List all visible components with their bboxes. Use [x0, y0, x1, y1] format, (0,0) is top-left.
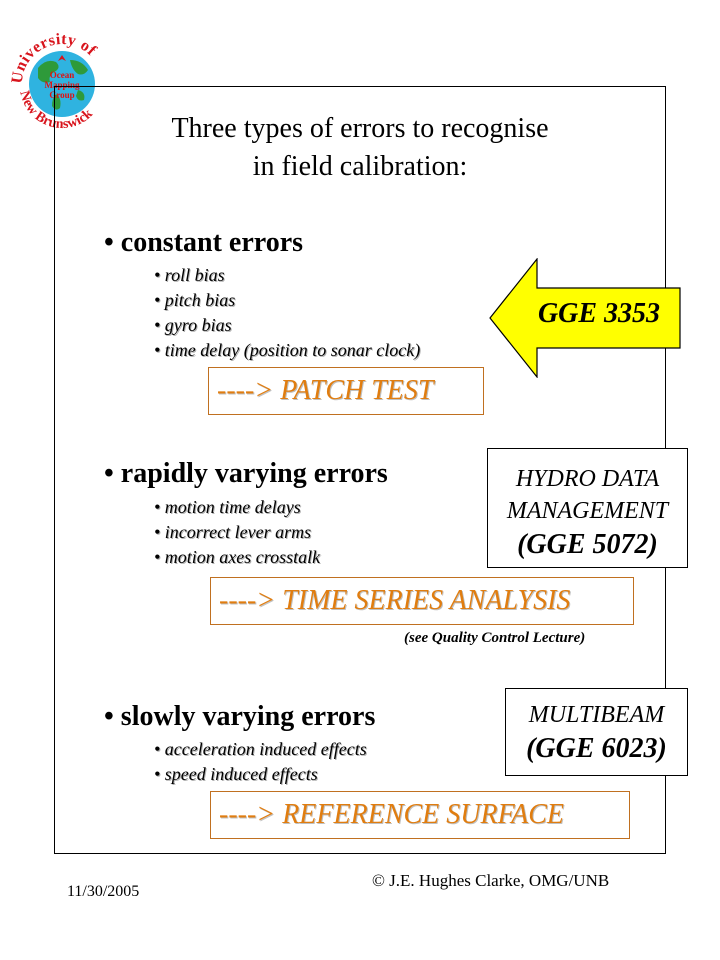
list-item: • motion axes crosstalk — [154, 547, 321, 567]
list-item: • acceleration induced effects — [154, 739, 367, 759]
quality-control-note: (see Quality Control Lecture) — [404, 630, 586, 646]
list-item: • time delay (position to sonar clock) — [154, 340, 421, 360]
box-line: MULTIBEAM — [528, 702, 665, 728]
list-item: • gyro bias — [154, 315, 232, 335]
logo-center-line: Ocean — [50, 70, 75, 80]
section-heading-constant-errors: • constant errors — [104, 227, 304, 258]
slide-title: Three types of errors to recognise in fi… — [54, 110, 666, 186]
list-item: • motion time delays — [154, 497, 301, 517]
box-line: MANAGEMENT — [506, 498, 669, 524]
unb-omg-logo: University of New Brunswick Ocean Mappin… — [8, 28, 114, 136]
slowly-varying-errors-list: • acceleration induced effects • speed i… — [154, 737, 367, 787]
list-item: • incorrect lever arms — [154, 522, 312, 542]
logo-center-line: Mapping — [44, 80, 80, 90]
globe-logo-icon: University of New Brunswick Ocean Mappin… — [9, 31, 100, 132]
constant-errors-list: • roll bias • pitch bias • gyro bias • t… — [154, 263, 420, 363]
title-line-1: Three types of errors to recognise — [171, 113, 549, 144]
multibeam-box: MULTIBEAM (GGE 6023) — [505, 688, 688, 776]
gge-3353-arrow: GGE 3353 — [488, 257, 682, 379]
section-heading-rapidly-varying-errors: • rapidly varying errors — [104, 458, 388, 489]
box-course-code: (GGE 5072) — [517, 529, 658, 560]
list-item: • roll bias — [154, 265, 225, 285]
left-arrow-icon — [489, 257, 681, 379]
time-series-analysis-result: ----> TIME SERIES ANALYSIS — [210, 577, 634, 625]
list-item: • speed induced effects — [154, 764, 318, 784]
title-line-2: in field calibration: — [252, 151, 468, 182]
list-item: • pitch bias — [154, 290, 236, 310]
footer-date: 11/30/2005 — [67, 883, 140, 900]
box-line: HYDRO DATA — [515, 466, 660, 492]
box-course-code: (GGE 6023) — [526, 733, 667, 764]
footer-copyright: © J.E. Hughes Clarke, OMG/UNB — [372, 871, 610, 890]
patch-test-result: ----> PATCH TEST — [208, 367, 484, 415]
section-heading-slowly-varying-errors: • slowly varying errors — [104, 701, 376, 732]
arrow-label: GGE 3353 — [537, 298, 661, 329]
rapidly-varying-errors-list: • motion time delays • incorrect lever a… — [154, 495, 320, 570]
reference-surface-result: ----> REFERENCE SURFACE — [210, 791, 630, 839]
logo-center-line: Group — [49, 90, 74, 100]
hydro-data-management-box: HYDRO DATA MANAGEMENT (GGE 5072) — [487, 448, 688, 568]
